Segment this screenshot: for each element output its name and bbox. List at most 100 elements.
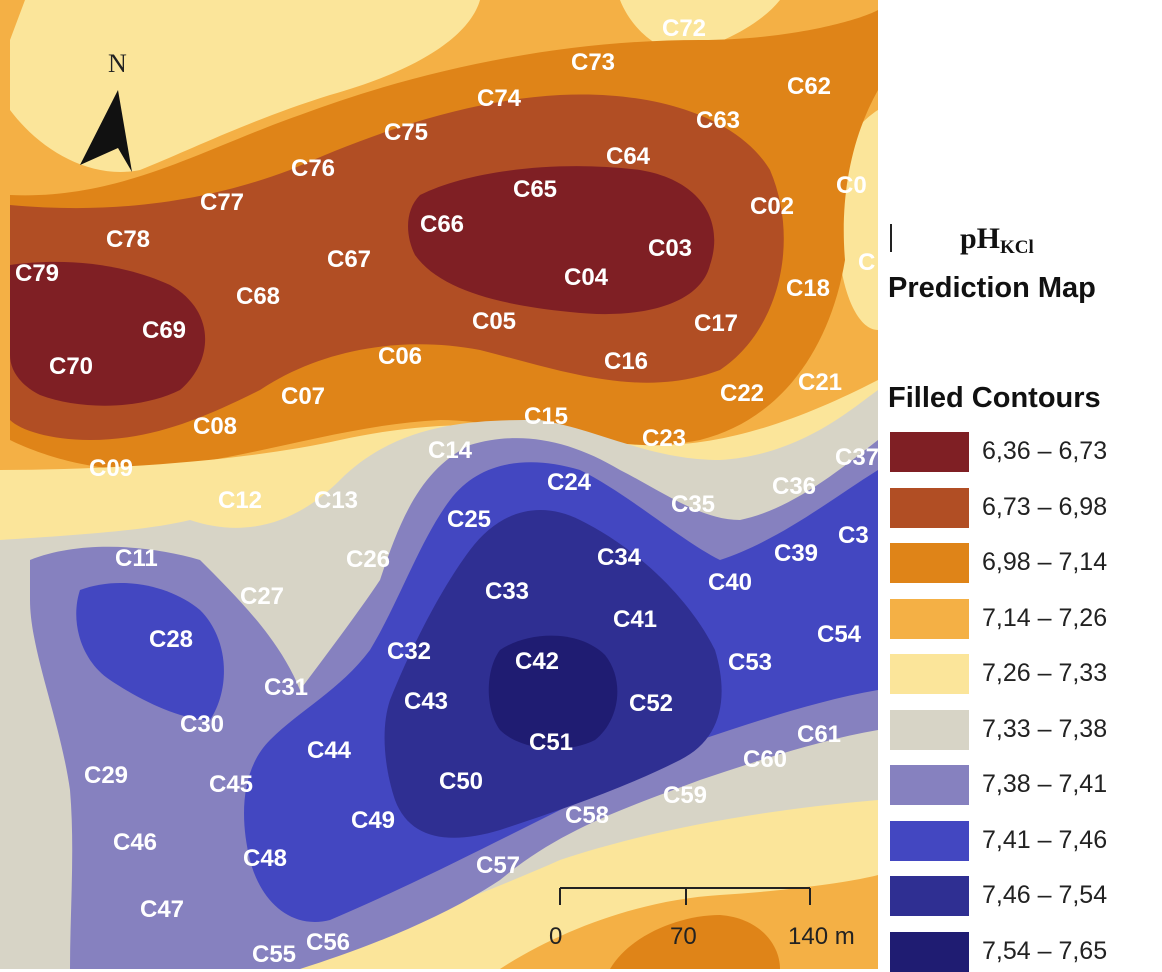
legend-label: 7,54 – 7,65 <box>982 936 1108 965</box>
sample-point-label: C77 <box>200 189 244 216</box>
sample-point-label: C50 <box>439 768 483 795</box>
sample-point-label: C16 <box>604 348 648 375</box>
scale-bar: 0 70 140 m <box>549 887 855 950</box>
sample-point-label: C11 <box>115 545 158 572</box>
sample-point-label: C <box>858 249 875 276</box>
legend-item: 7,38 – 7,41 <box>890 765 1162 805</box>
sample-point-label: C27 <box>240 583 284 610</box>
sample-point-label: C73 <box>571 49 615 76</box>
sample-point-label: C48 <box>243 845 287 872</box>
legend-label: 7,33 – 7,38 <box>982 714 1108 743</box>
sample-point-label: C26 <box>346 546 390 573</box>
scale-label-0: 0 <box>549 923 562 950</box>
sample-point-label: C34 <box>597 544 642 571</box>
north-arrow-icon <box>80 90 132 172</box>
sample-point-label: C06 <box>378 343 422 370</box>
sample-point-label: C24 <box>547 469 592 496</box>
sample-point-label: C51 <box>529 729 573 756</box>
legend-label: 6,98 – 7,14 <box>982 548 1108 576</box>
sample-point-label: C78 <box>106 226 150 253</box>
legend-label: 7,41 – 7,46 <box>982 825 1108 854</box>
legend-swatch <box>890 709 969 750</box>
sample-point-label: C42 <box>515 648 559 675</box>
legend-item: 7,46 – 7,54 <box>890 876 1162 916</box>
sample-point-label: C52 <box>629 690 673 717</box>
contour-layers <box>0 0 878 969</box>
sample-point-label: C61 <box>797 721 841 748</box>
sample-point-label: C53 <box>728 649 772 676</box>
scale-label-70: 70 <box>670 923 697 950</box>
legend-label: 6,73 – 6,98 <box>982 492 1108 521</box>
sample-point-label: C31 <box>264 674 308 701</box>
sample-point-label: C14 <box>428 437 473 464</box>
legend-item: 6,98 – 7,14 <box>890 543 1162 583</box>
sample-point-label: C39 <box>774 540 818 567</box>
legend-label: 7,26 – 7,33 <box>982 659 1108 687</box>
sample-point-label: C35 <box>671 491 715 518</box>
sample-point-label: C40 <box>708 569 752 596</box>
north-letter: N <box>108 49 127 78</box>
north-arrow: N <box>80 49 132 172</box>
legend-swatch <box>890 765 969 805</box>
sample-point-label: C68 <box>236 283 280 310</box>
sample-point-label: C09 <box>89 455 133 482</box>
legend-swatch <box>890 487 969 528</box>
sample-point-label: C03 <box>648 235 692 262</box>
sample-point-label: C44 <box>307 737 352 764</box>
sample-point-label: C76 <box>291 155 335 182</box>
legend-item: 7,41 – 7,46 <box>890 820 1162 861</box>
legend-title-sub: KCl <box>1000 237 1034 258</box>
sample-point-label: C32 <box>387 638 431 665</box>
contour-7-26-7-33-top <box>10 0 480 172</box>
sample-point-label: C37 <box>835 444 878 471</box>
sample-point-label: C22 <box>720 380 764 407</box>
sample-point-label: C79 <box>15 260 59 287</box>
sample-point-label: C05 <box>472 308 516 335</box>
contour-7-54-7-65 <box>488 635 618 749</box>
legend-heading: Filled Contours <box>888 382 1101 414</box>
sample-point-label: C64 <box>606 143 651 170</box>
sample-point-label: C12 <box>218 487 262 514</box>
sample-point-label: C36 <box>772 473 816 500</box>
sample-point-label: C63 <box>696 107 740 134</box>
sample-point-label: C66 <box>420 211 464 238</box>
sample-point-label: C21 <box>798 369 842 396</box>
legend-swatch <box>890 820 969 861</box>
sample-point-label: C67 <box>327 246 371 273</box>
legend-swatch <box>890 931 969 972</box>
legend-swatch <box>890 543 969 583</box>
sample-point-label: C17 <box>694 310 738 337</box>
legend-title: pHKCl <box>960 222 1034 259</box>
contour-7-41-7-46-west <box>76 582 224 720</box>
sample-point-label: C54 <box>817 621 862 648</box>
sample-point-label: C62 <box>787 73 831 100</box>
sample-point-label: C45 <box>209 771 253 798</box>
sample-point-label: C07 <box>281 383 325 410</box>
sample-point-label: C25 <box>447 506 491 533</box>
legend-item: 7,54 – 7,65 <box>890 931 1162 972</box>
legend-item: 7,33 – 7,38 <box>890 709 1162 750</box>
sample-point-label: C0 <box>836 172 867 199</box>
sample-point-label: C29 <box>84 762 128 789</box>
sample-point-label: C72 <box>662 15 706 42</box>
legend-swatch <box>890 876 969 916</box>
legend-divider <box>890 224 892 252</box>
legend: pHKCl Prediction Map Filled Contours 6,3… <box>878 0 1162 972</box>
sample-point-label: C74 <box>477 85 522 112</box>
contour-6-36-6-73-central <box>408 166 715 315</box>
sample-point-label: C23 <box>642 425 686 452</box>
sample-point-label: C08 <box>193 413 237 440</box>
sample-point-label: C15 <box>524 403 568 430</box>
legend-item: 7,14 – 7,26 <box>890 598 1162 639</box>
sample-point-label: C41 <box>613 606 657 633</box>
legend-label: 6,36 – 6,73 <box>982 437 1108 465</box>
sample-point-label: C18 <box>786 275 830 302</box>
legend-item: 7,26 – 7,33 <box>890 654 1162 694</box>
sample-point-label: C33 <box>485 578 529 605</box>
legend-title-main: pH <box>960 222 1001 255</box>
legend-subtitle: Prediction Map <box>888 272 1096 304</box>
sample-point-label: C02 <box>750 193 794 220</box>
sample-point-label: C46 <box>113 829 157 856</box>
